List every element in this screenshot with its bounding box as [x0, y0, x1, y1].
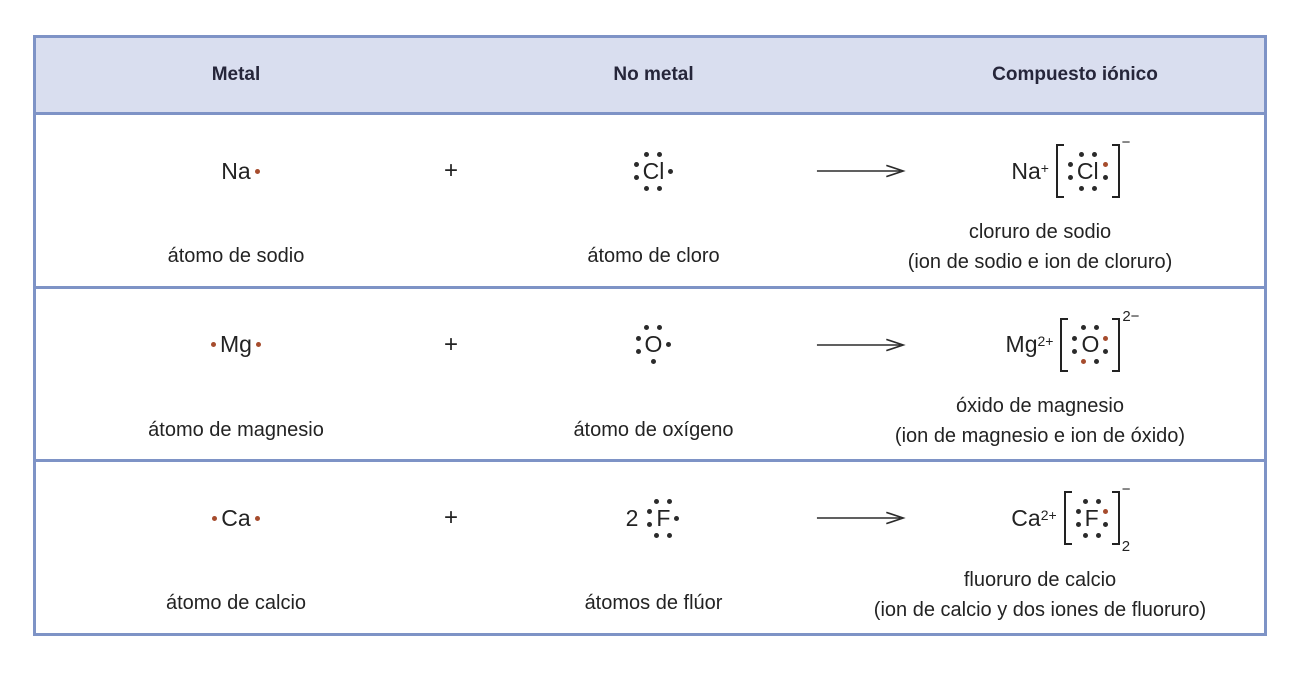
label-row: átomo de magnesio átomo de oxígeno óxido…: [36, 395, 1264, 460]
nonmetal-atom-label: átomo de oxígeno: [573, 418, 734, 441]
label-row: átomo de calcio átomos de flúor fluoruro…: [36, 569, 1264, 633]
compound-name: fluoruro de calcio: [963, 568, 1117, 591]
cation-charge: 2+: [1037, 333, 1054, 350]
label-row: átomo de sodio átomo de cloro cloruro de…: [36, 221, 1264, 286]
table-row: Ca + 2 F Ca2+ F: [36, 462, 1264, 633]
compound-name-label: óxido de magnesio (ion de magnesio e ion…: [816, 391, 1264, 451]
ionic-compound-cell: Mg2+ O 2−: [906, 308, 1264, 375]
ionic-compound-formula: Na+ Cl −: [1011, 134, 1134, 201]
ionic-compound-formula: Mg2+ O 2−: [1005, 308, 1139, 375]
header-metal: Metal: [211, 64, 261, 85]
nonmetal-atom-label: átomo de cloro: [587, 244, 720, 267]
formula-row: Mg + O Mg2+ O: [36, 289, 1264, 401]
header-compuesto-ionico: Compuesto iónico: [992, 64, 1158, 85]
plus-sign: +: [443, 504, 458, 532]
chlorine-lewis-structure: Cl: [632, 150, 676, 193]
cation-symbol: Mg2+: [1005, 331, 1054, 358]
cation-symbol: Ca2+: [1011, 504, 1057, 531]
table-row: Mg + O Mg2+ O: [36, 289, 1264, 463]
metal-atom-cell: Ca: [36, 497, 436, 540]
formula-row: Ca + 2 F Ca2+ F: [36, 462, 1264, 574]
coefficient: 2: [625, 504, 639, 531]
left-bracket: [1055, 144, 1064, 198]
cation-symbol: Na+: [1011, 157, 1049, 184]
anion-subscript: 2: [1121, 538, 1131, 556]
table-row: Na + Cl Na+ Cl: [36, 115, 1264, 289]
anion-charge: −: [1121, 481, 1131, 499]
reaction-arrow-icon: [816, 510, 906, 526]
calcium-lewis-structure: Ca: [210, 497, 261, 540]
metal-atom-label: átomo de magnesio: [148, 418, 324, 441]
compound-name: cloruro de sodio: [968, 221, 1112, 244]
nonmetal-atom-cell: Cl: [466, 150, 816, 193]
compound-detail: (ion de magnesio e ion de óxido): [894, 425, 1186, 447]
compound-name-label: cloruro de sodio (ion de sodio e ion de …: [816, 217, 1264, 277]
ionic-compounds-table: Metal No metal Compuesto iónico Na + Cl: [33, 35, 1267, 636]
metal-atom-cell: Na: [36, 150, 436, 193]
sodium-lewis-structure: Na: [210, 150, 261, 193]
compound-name-label: fluoruro de calcio (ion de calcio y dos …: [816, 565, 1264, 625]
nonmetal-atom-cell: O: [466, 323, 816, 366]
reaction-arrow-icon: [816, 163, 906, 179]
plus-sign: +: [443, 330, 458, 358]
ionic-compound-cell: Na+ Cl −: [906, 134, 1264, 201]
nonmetal-atom-label: átomos de flúor: [584, 592, 723, 615]
header-no-metal: No metal: [613, 64, 694, 85]
metal-atom-label: átomo de calcio: [165, 592, 307, 615]
compound-detail: (ion de calcio y dos iones de fluoruro): [873, 598, 1207, 621]
right-bracket: [1111, 491, 1120, 546]
anion-charge: 2−: [1122, 307, 1140, 325]
metal-atom-label: átomo de sodio: [167, 244, 305, 267]
reaction-arrow-icon: [816, 337, 906, 353]
anion-charge: −: [1121, 134, 1131, 151]
cation-charge: +: [1040, 159, 1049, 176]
cation-charge: 2+: [1040, 506, 1057, 523]
bracket-scripts: − 2: [1122, 481, 1134, 555]
left-bracket: [1063, 491, 1072, 546]
nonmetal-atom-cell: 2 F: [466, 497, 816, 540]
right-bracket: [1112, 317, 1121, 372]
ionic-compound-cell: Ca2+ F − 2: [906, 481, 1264, 555]
bracket-scripts: −: [1122, 134, 1134, 201]
fluoride-lewis-structure: F: [1074, 497, 1110, 540]
left-bracket: [1060, 317, 1069, 372]
magnesium-lewis-structure: Mg: [209, 323, 263, 366]
bracket-scripts: 2−: [1122, 308, 1139, 375]
metal-atom-cell: Mg: [36, 323, 436, 366]
fluorine-lewis-structure: F: [645, 497, 681, 540]
compound-name: óxido de magnesio: [956, 395, 1124, 417]
plus-sign: +: [443, 157, 458, 184]
chloride-lewis-structure: Cl: [1066, 150, 1110, 193]
oxygen-lewis-structure: O: [634, 323, 674, 366]
formula-row: Na + Cl Na+ Cl: [36, 115, 1264, 227]
ionic-compound-formula: Ca2+ F − 2: [1011, 481, 1134, 555]
right-bracket: [1111, 144, 1120, 198]
compound-detail: (ion de sodio e ion de cloruro): [907, 251, 1173, 274]
oxide-lewis-structure: O: [1070, 323, 1110, 366]
table-header-row: Metal No metal Compuesto iónico: [36, 38, 1264, 115]
